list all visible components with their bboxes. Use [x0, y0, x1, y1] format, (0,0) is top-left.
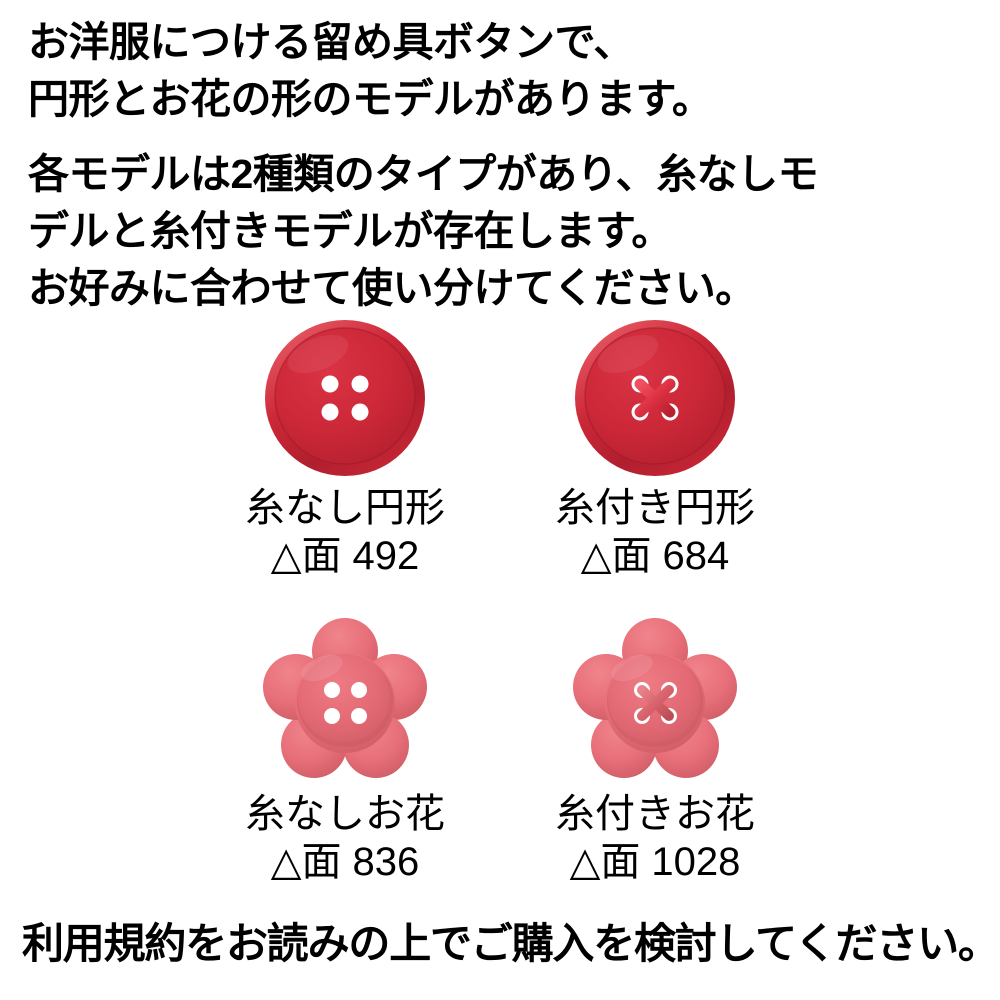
model-showcase-grid: 糸なし円形 △面 492 — [0, 306, 1000, 918]
model-triangle-count: △面 836 — [270, 840, 420, 884]
model-label: 糸付き円形 — [555, 486, 755, 530]
description-line-1: 各モデルは2種類のタイプがあり、糸なしモ — [28, 151, 819, 197]
flower-button-with-thread-icon — [570, 618, 740, 788]
round-button-with-thread-icon — [570, 312, 740, 482]
model-row-flower: 糸なしお花 △面 836 — [0, 612, 1000, 918]
flower-button-no-thread-icon — [260, 618, 430, 788]
model-cell-circle-no-thread: 糸なし円形 △面 492 — [190, 306, 500, 580]
intro-paragraph: お洋服につける留め具ボタンで、 円形とお花の形のモデルがあります。 — [28, 14, 978, 128]
round-button-no-thread-icon — [260, 312, 430, 482]
model-label: 糸なし円形 — [245, 486, 445, 530]
description-paragraph: 各モデルは2種類のタイプがあり、糸なしモ デルと糸付きモデルが存在します。 お好… — [28, 146, 988, 317]
model-triangle-count: △面 684 — [580, 534, 730, 578]
terms-note: 利用規約をお読みの上でご購入を検討してください。 — [22, 920, 1000, 967]
model-cell-flower-with-thread: 糸付きお花 △面 1028 — [500, 612, 810, 886]
model-triangle-count: △面 1028 — [569, 840, 741, 884]
model-label: 糸付きお花 — [555, 792, 755, 836]
model-cell-flower-no-thread: 糸なしお花 △面 836 — [190, 612, 500, 886]
intro-line-2: 円形とお花の形のモデルがあります。 — [28, 76, 713, 122]
model-triangle-count: △面 492 — [270, 534, 420, 578]
description-line-2: デルと糸付きモデルが存在します。 — [28, 208, 672, 254]
intro-line-1: お洋服につける留め具ボタンで、 — [28, 19, 634, 65]
model-row-circle: 糸なし円形 △面 492 — [0, 306, 1000, 612]
model-label: 糸なしお花 — [245, 792, 445, 836]
model-cell-circle-with-thread: 糸付き円形 △面 684 — [500, 306, 810, 580]
description-line-3: お好みに合わせて使い分けてください。 — [28, 265, 756, 311]
